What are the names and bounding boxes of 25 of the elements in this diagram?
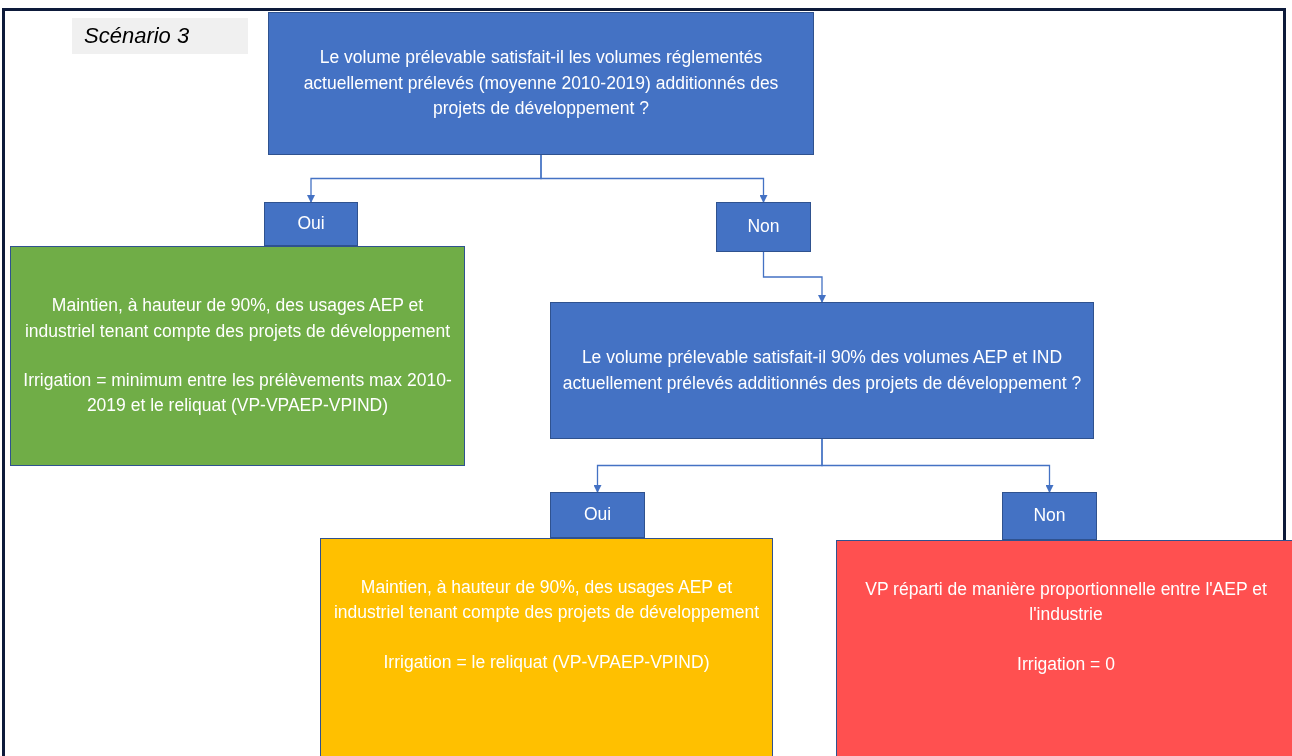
answer-box — [550, 492, 645, 538]
box-text: Irrigation = 0 — [1017, 652, 1115, 676]
outcome-box — [836, 540, 1292, 756]
scenario-title: Scénario 3 — [72, 18, 248, 54]
question-box — [268, 12, 814, 155]
box-text: Non — [747, 215, 780, 239]
box-text: Le volume prélevable satisfait-il 90% des volumes AEP et IND actuellement prélevés additionnés des projets de développement ? — [561, 346, 1083, 395]
outcome-box — [10, 246, 465, 466]
box-text: Irrigation = le reliquat (VP-VPAEP-VPIND) — [383, 650, 710, 674]
outcome-box — [320, 538, 773, 756]
box-text: Maintien, à hauteur de 90%, des usages AEP et industriel tenant compte des projets de développement — [332, 576, 761, 625]
box-text: Irrigation = minimum entre les prélèvements max 2010-2019 et le reliquat (VP-VPAEP-VPIND) — [22, 369, 453, 418]
connector-arrow — [540, 154, 768, 203]
box-text: Oui — [297, 212, 325, 236]
box-text: VP réparti de manière proportionnelle entre l'AEP et l'industrie — [864, 578, 1268, 627]
connector-arrow — [821, 438, 1054, 493]
box-text: Oui — [583, 503, 612, 527]
question-box — [550, 302, 1094, 439]
answer-box — [1002, 492, 1097, 540]
answer-box — [716, 202, 811, 252]
connector-arrow — [762, 251, 826, 303]
box-text: Maintien, à hauteur de 90%, des usages AEP et industriel tenant compte des projets de développement — [23, 294, 452, 343]
box-text: Le volume prélevable satisfait-il les volumes réglementés actuellement prélevés (moyenne 2010-2019) additionnés des projets de développement ? — [302, 46, 780, 121]
box-text: Non — [1033, 504, 1066, 528]
answer-box — [264, 202, 358, 246]
